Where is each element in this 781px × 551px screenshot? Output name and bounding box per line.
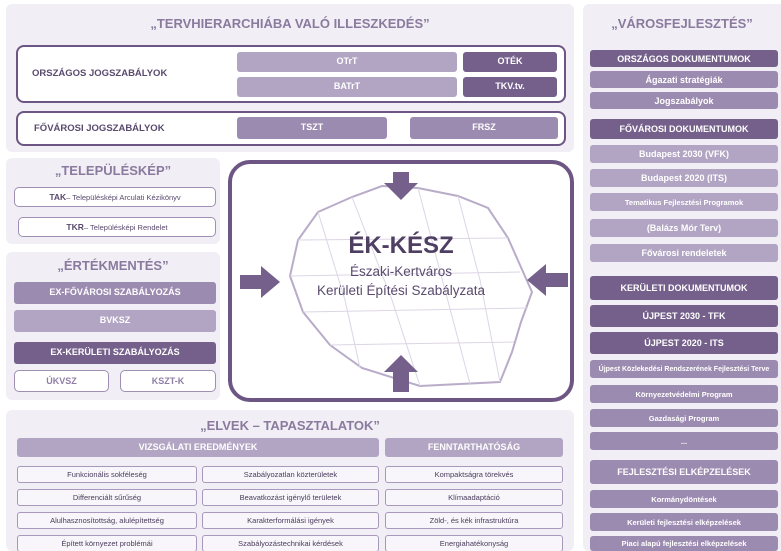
- elv-col3-item: Kompaktságra törekvés: [385, 466, 563, 483]
- varos-item: Gazdasági Program: [590, 409, 778, 427]
- varos-item: Budapest 2030 (VFK): [590, 145, 778, 163]
- fenntarthatosag-header: FENNTARTHATÓSÁG: [385, 438, 563, 457]
- arrow-up-icon: [384, 355, 418, 392]
- varos-item: Környezetvédelmi Program: [590, 385, 778, 403]
- varos-section-keruleti: KERÜLETI DOKUMENTUMOK: [590, 276, 778, 300]
- varos-item: (Balázs Mór Terv): [590, 219, 778, 237]
- elv-col3-item: Klímaadaptáció: [385, 489, 563, 506]
- elv-col1-item: Épített környezet problémái: [17, 535, 197, 551]
- tak-box: TAK – Településképi Arculati Kézikönyv: [14, 187, 216, 207]
- batrt-box: BATrT: [237, 77, 457, 97]
- varos-section-fejlesztesi: FEJLESZTÉSI ELKÉPZELÉSEK: [590, 460, 778, 484]
- tkr-rest: – Településképi Rendelet: [83, 222, 168, 232]
- frsz-box: FRSZ: [410, 117, 558, 139]
- ex-keruleti-box: EX-KERÜLETI SZABÁLYOZÁS: [14, 342, 216, 364]
- ukvsz-box: ÚKVSZ: [14, 370, 109, 392]
- elv-col2-item: Beavatkozást igénylő területek: [202, 489, 379, 506]
- fovarosi-jogszabalyok-label: FŐVÁROSI JOGSZABÁLYOK: [34, 123, 165, 134]
- tak-abbr: TAK: [49, 192, 67, 202]
- varos-item: Fővárosi rendeletek: [590, 244, 778, 262]
- varos-item: Jogszabályok: [590, 92, 778, 109]
- elv-col3-item: Energiahatékonyság: [385, 535, 563, 551]
- varosfejlesztes-title: „VÁROSFEJLESZTÉS”: [611, 16, 753, 31]
- arrow-right-icon: [240, 266, 280, 298]
- varos-section-fovarosi: FŐVÁROSI DOKUMENTUMOK: [590, 119, 778, 139]
- tak-rest: – Településképi Arculati Kézikönyv: [66, 192, 181, 202]
- district-map-streets: [289, 187, 529, 387]
- arrow-down-icon: [384, 172, 418, 200]
- tkv-box: TKV.tv.: [463, 77, 557, 97]
- varos-item: Budapest 2020 (ITS): [590, 169, 778, 187]
- varos-item: Piaci alapú fejlesztési elképzelések: [590, 536, 778, 551]
- arrow-left-icon: [527, 264, 568, 296]
- varos-item: Ágazati stratégiák: [590, 71, 778, 88]
- tkr-abbr: TKR: [66, 222, 84, 232]
- district-map-shape: [288, 184, 534, 388]
- tkr-box: TKR – Településképi Rendelet: [18, 217, 216, 237]
- varos-item: ÚJPEST 2020 - ITS: [590, 332, 778, 354]
- varos-item: Kormánydöntések: [590, 490, 778, 508]
- center-line2: Kerületi Építési Szabályzata: [316, 283, 486, 298]
- center-title: ÉK-KÉSZ: [348, 232, 454, 259]
- otek-box: OTÉK: [463, 52, 557, 72]
- vizsgalati-header: VIZSGÁLATI EREDMÉNYEK: [17, 438, 379, 457]
- center-line1: Északi-Kertváros: [349, 264, 453, 279]
- varos-item: ...: [590, 432, 778, 450]
- varos-item: Kerületi fejlesztési elképzelések: [590, 513, 778, 531]
- tszt-box: TSZT: [237, 117, 387, 139]
- elv-col1-item: Funkcionális sokféleség: [17, 466, 197, 483]
- orszagos-jogszabalyok-label: ORSZÁGOS JOGSZABÁLYOK: [32, 68, 168, 79]
- bvksz-box: BVKSZ: [14, 310, 216, 332]
- ex-fovarosi-box: EX-FŐVÁROSI SZABÁLYOZÁS: [14, 282, 216, 304]
- ertekmentes-title: „ÉRTÉKMENTÉS”: [57, 258, 169, 273]
- telepuleskep-title: „TELEPÜLÉSKÉP”: [54, 163, 172, 178]
- elv-col2-item: Szabályozástechnikai kérdések: [202, 535, 379, 551]
- otrt-box: OTrT: [237, 52, 457, 72]
- varos-item: Újpest Közlekedési Rendszerének Fejleszt…: [590, 360, 778, 378]
- elv-col1-item: Differenciált sűrűség: [17, 489, 197, 506]
- varos-item: ÚJPEST 2030 - TFK: [590, 305, 778, 327]
- elv-col1-item: Alulhasznosítottság, alulépítettség: [17, 512, 197, 529]
- elv-col2-item: Szabályozatlan közterületek: [202, 466, 379, 483]
- elv-col3-item: Zöld-, és kék infrastruktúra: [385, 512, 563, 529]
- varos-section-orszagos: ORSZÁGOS DOKUMENTUMOK: [590, 50, 778, 67]
- kszt-k-box: KSZT-K: [120, 370, 216, 392]
- tervhierarchia-title: „TERVHIERARCHIÁBA VALÓ ILLESZKEDÉS”: [150, 16, 430, 31]
- elv-col2-item: Karakterformálási igények: [202, 512, 379, 529]
- elvek-title: „ELVEK – TAPASZTALATOK”: [200, 418, 380, 433]
- varos-item: Tematikus Fejlesztési Programok: [590, 193, 778, 211]
